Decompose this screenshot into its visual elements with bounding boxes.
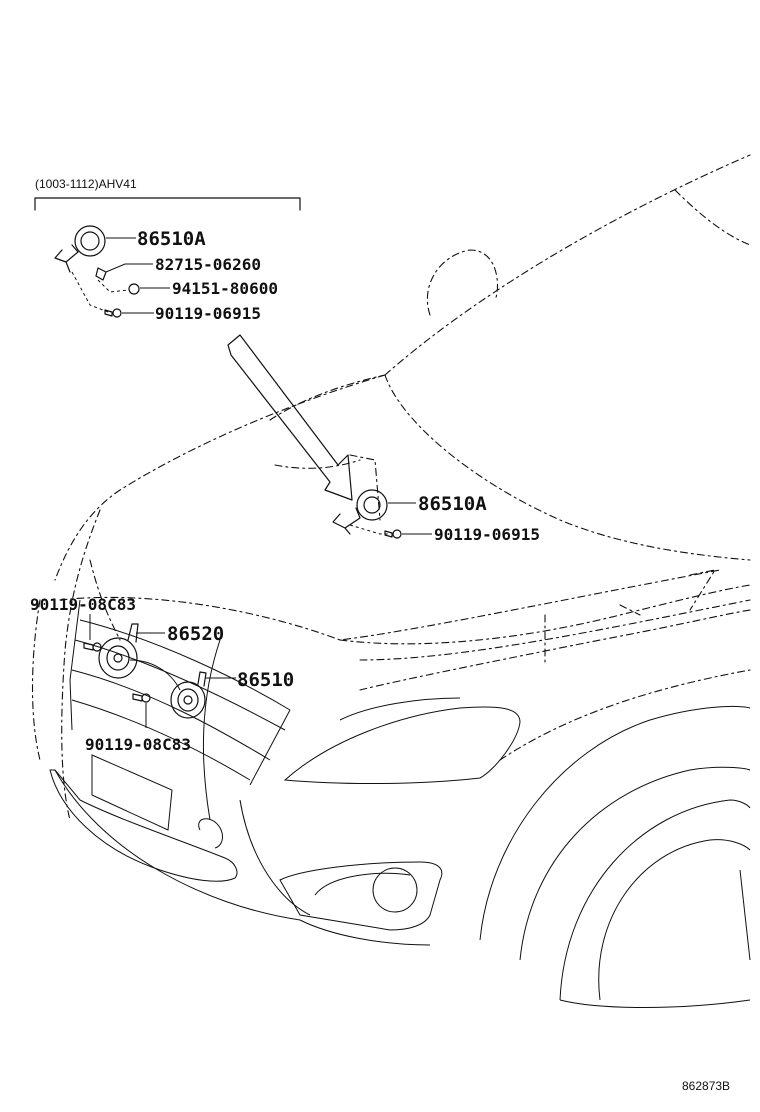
- callout-inset-horn: 86510A: [137, 228, 206, 250]
- range-label: (1003-1112)AHV41: [35, 177, 137, 191]
- car-body-outline: [31, 154, 751, 821]
- inset-bracket-icon: [95, 267, 107, 281]
- callout-inset-bolt: 90119-06915: [155, 304, 261, 323]
- front-horn-high-icon: [98, 623, 139, 679]
- callout-front-bolt-lower: 90119-08C83: [85, 735, 191, 754]
- callout-front-horn-high: 86520: [167, 623, 224, 645]
- inset-nut-dotted: [97, 279, 129, 293]
- front-horn-low-icon: [170, 671, 207, 719]
- location-arrow-icon: [227, 334, 353, 501]
- front-bolt-upper-icon: [83, 642, 102, 652]
- inset-bolt-dotted: [71, 271, 109, 313]
- callout-front-horn-low: 86510: [237, 669, 294, 691]
- front-fascia: [49, 599, 751, 1008]
- hood-bolt-dotted: [349, 524, 390, 535]
- callout-inset-bracket: 82715-06260: [155, 255, 261, 274]
- inset-frame: [34, 197, 301, 211]
- front-bolt-lower-icon: [132, 693, 151, 703]
- callout-inset-nut: 94151-80600: [172, 279, 278, 298]
- callout-front-bolt-upper: 90119-08C83: [30, 595, 136, 614]
- inset-nut-icon: [128, 283, 140, 295]
- inset-bolt-icon: [104, 308, 122, 318]
- callout-hood-horn: 86510A: [418, 493, 487, 515]
- inset-bracket-leader: [105, 263, 153, 273]
- inset-horn-icon: [54, 225, 106, 273]
- callout-hood-bolt: 90119-06915: [434, 525, 540, 544]
- hood-bolt-icon: [384, 529, 402, 539]
- drawing-code: 862873B: [682, 1079, 730, 1093]
- hood-horn-icon: [332, 489, 388, 535]
